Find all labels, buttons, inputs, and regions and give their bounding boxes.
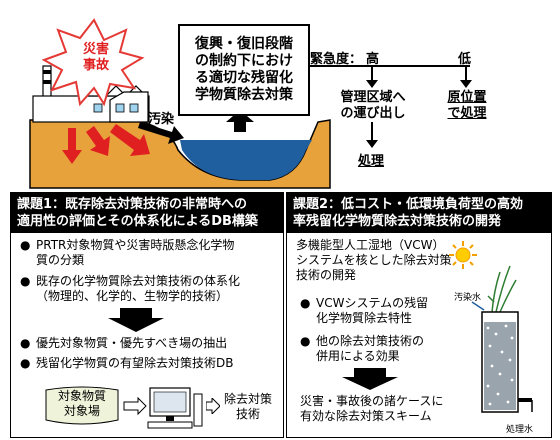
factory-icon <box>32 65 150 123</box>
onsite-treatment-label: 原位置 で処理 <box>447 90 487 121</box>
issue2-conclusion: 災害・事故後の諸ケースに 有効な除去対策スキーム <box>300 394 444 423</box>
document-label: 対象物質 対象場 <box>57 389 106 418</box>
disaster-scene <box>29 18 472 189</box>
issue1-bullet-1: ● PRTR対象物質や災害時版懸念化学物 質の分類 <box>20 238 235 267</box>
down-arrow-icon <box>342 368 398 390</box>
issue2-title: 課題2：低コスト・低環境負荷型の高効 率残留化学物質除去対策技術の開発 <box>287 193 551 233</box>
document-icon <box>45 386 119 425</box>
right-arrow-icon <box>206 398 220 414</box>
pollution-arrow-icon <box>138 122 184 144</box>
pollution-label: 汚染 <box>148 112 175 127</box>
up-arrow-icon <box>226 110 254 132</box>
disaster-label: 災害 事故 <box>82 42 109 73</box>
issue1-title: 課題1：既存除去対策技術の非常時への 適用性の評価とその体系化によるDB構築 <box>11 193 283 233</box>
issue1-bullet-3: ● 優先対象物質・優先すべき場の抽出 <box>20 336 228 350</box>
issue2-bullet-1: ● VCWシステムの残留 化学物質除去特性 <box>300 296 429 325</box>
computer-icon <box>123 387 203 429</box>
issue2-bullet-2: ● 他の除去対策技術の 併用による効果 <box>300 334 425 363</box>
vcw-column-icon <box>471 265 533 413</box>
issue2-intro: 多機能型人工湿地（VCW） システムを核とした除去対策 技術の開発 <box>296 238 452 282</box>
result-label: 除去対策 技術 <box>223 392 272 421</box>
issue1-bullet-4: ● 残留化学物質の有望除去対策技術DB <box>20 356 234 370</box>
outflow-label: 処理水 <box>506 425 534 435</box>
down-arrow-icon <box>108 308 164 332</box>
central-issue-box: 復興・復旧段階 の制約下におけ る適切な残留化 学物質除去対策 <box>178 24 310 116</box>
spread-arrows-icon <box>62 124 150 164</box>
urgency-label: 緊急度： <box>310 52 363 67</box>
urgency-low: 低 <box>458 52 472 67</box>
inflow-label: 汚染水 <box>454 293 482 303</box>
explosion-burst-icon <box>41 18 145 107</box>
urgency-high: 高 <box>366 52 380 67</box>
treatment-label: 処理 <box>358 154 385 169</box>
contaminated-water <box>180 140 312 180</box>
sun-icon <box>449 241 477 269</box>
issue1-bullet-2: ● 既存の化学物質除去対策技術の体系化 （物理的、化学的、生物学的技術） <box>20 274 241 303</box>
managed-area-label: 管理区域へ の運び出し <box>340 90 406 121</box>
